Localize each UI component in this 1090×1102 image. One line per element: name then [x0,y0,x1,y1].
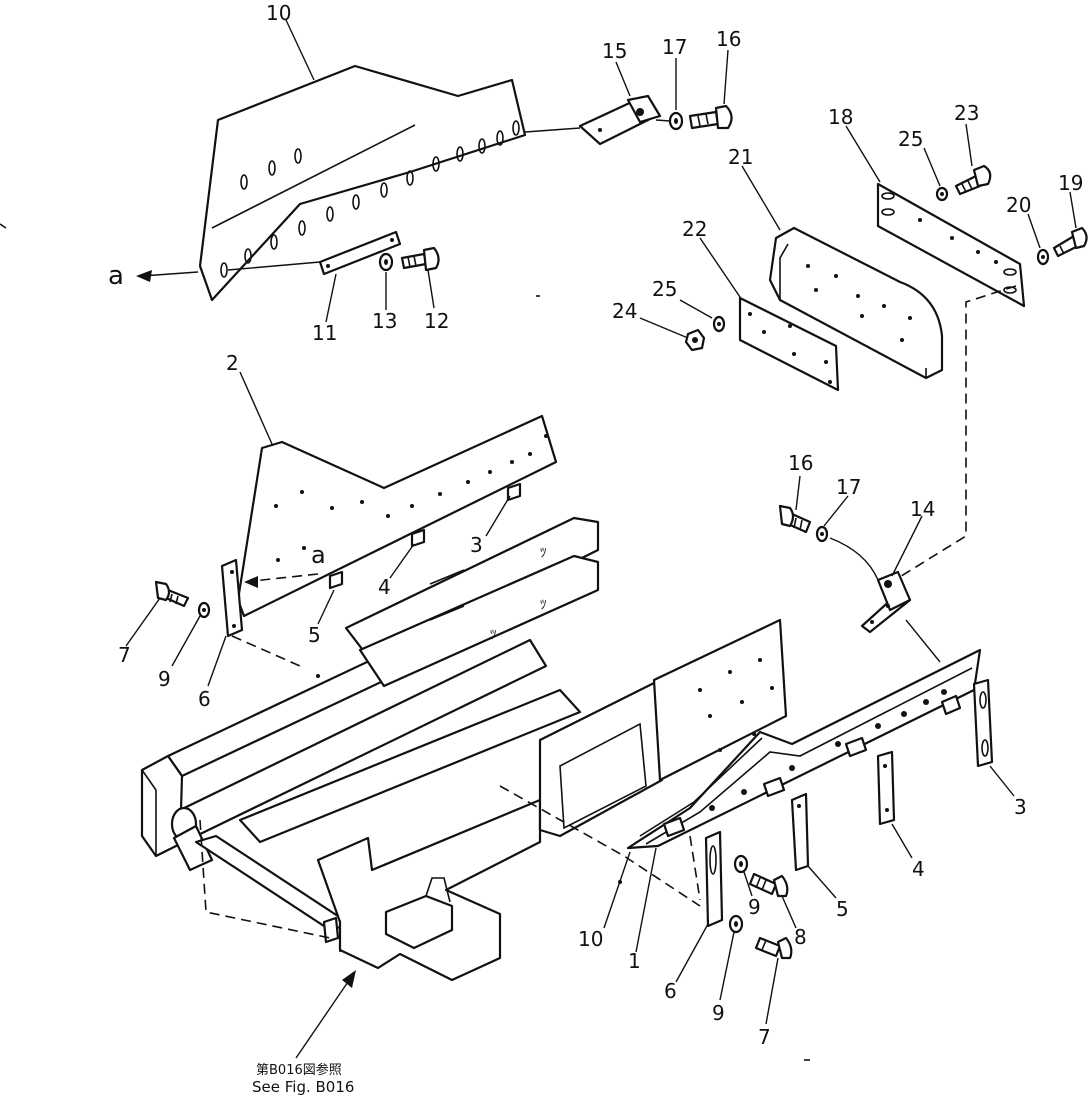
callout-7-right: 7 [758,1025,771,1049]
cover-21 [768,226,944,380]
reference-arrow [295,970,356,1059]
callout-12: 12 [424,309,449,333]
reference-note-en: See Fig. B016 [252,1078,354,1096]
bracket-15 [524,94,662,146]
callout-6-left: 6 [198,687,211,711]
washer-9-right-lower [728,914,744,934]
side-rail-1 [626,648,982,901]
stiffener-4-right [876,750,896,826]
arrow-label-a-lower: a [311,541,326,569]
reference-note: 第B016図参照 See Fig. B016 [252,1062,354,1096]
callout-1: 1 [628,949,641,973]
arrow-a-upper: a [108,261,199,291]
bolt-23 [954,164,992,196]
callout-10-lower: 10 [578,927,603,951]
svg-text:ﾂ: ﾂ [540,546,547,561]
bolt-12 [400,246,440,272]
callout-3-left: 3 [470,533,483,557]
callout-13: 13 [372,309,397,333]
callout-4-right: 4 [912,857,925,881]
plate-22 [738,296,840,392]
callout-5-left: 5 [308,623,321,647]
cover-plate-10 [198,64,527,302]
washer-13 [378,252,394,272]
callout-17-upper: 17 [662,35,687,59]
callout-10-upper: 10 [266,1,291,25]
callout-25-lower: 25 [652,277,677,301]
leader-18-to-14 [897,285,1017,579]
callout-19: 19 [1058,171,1083,195]
callout-15: 15 [602,39,627,63]
bolt-16-lower [778,504,812,534]
bolt-7-right [754,936,793,960]
callout-9-left: 9 [158,667,171,691]
bolt-16-upper [655,104,733,130]
callout-11: 11 [312,321,337,345]
bolt-19 [1052,226,1088,258]
callout-22: 22 [682,217,707,241]
callout-3-right: 3 [1014,795,1027,819]
washer-20 [1036,248,1050,266]
stiffener-3-right [972,678,994,768]
callout-21: 21 [728,145,753,169]
callout-14: 14 [910,497,935,521]
plate-18 [876,182,1026,308]
callout-6-right: 6 [664,979,677,1003]
callout-18: 18 [828,105,853,129]
callout-8: 8 [794,925,807,949]
washer-9-right-upper [733,854,749,874]
callout-9-right-lower: 9 [712,1001,725,1025]
callout-17-lower: 17 [836,475,861,499]
callout-16-upper: 16 [716,27,741,51]
bolt-7-left [154,580,190,608]
callout-5-right: 5 [836,897,849,921]
nut-24 [684,328,706,352]
callout-23: 23 [954,101,979,125]
washer-17-lower [815,525,879,581]
stiffener-5-right [790,792,810,872]
callout-24: 24 [612,299,637,323]
leader-14-to-1 [905,619,941,663]
arrow-label-a-upper: a [108,261,124,291]
callout-20: 20 [1006,193,1031,217]
strap-11 [227,230,402,276]
svg-text:ﾂ: ﾂ [490,628,497,643]
tabs-on-plate-2 [328,482,522,590]
washer-9-left [197,601,211,619]
callout-4-left: 4 [378,575,391,599]
bracket-14 [860,570,912,634]
nut-25-upper [935,186,949,202]
callout-9-right-upper: 9 [748,895,761,919]
leader-lines [125,19,1077,1025]
callout-labels: 10 15 17 16 18 23 25 21 19 20 22 25 24 1… [118,1,1083,1049]
washer-17-upper [668,111,684,131]
stiffener-6-right [704,830,724,928]
callout-7-left: 7 [118,643,131,667]
arrow-a-lower: a [244,541,326,588]
bolt-8 [748,872,789,898]
reference-note-jp: 第B016図参照 [256,1062,342,1078]
main-frame: ﾂ ﾂ ﾂ [140,516,788,982]
nut-25-lower [712,315,726,333]
callout-25-upper: 25 [898,127,923,151]
svg-text:ﾂ: ﾂ [540,598,547,613]
stiffener-6-left [220,558,244,638]
callout-2: 2 [226,351,239,375]
callout-16-lower: 16 [788,451,813,475]
